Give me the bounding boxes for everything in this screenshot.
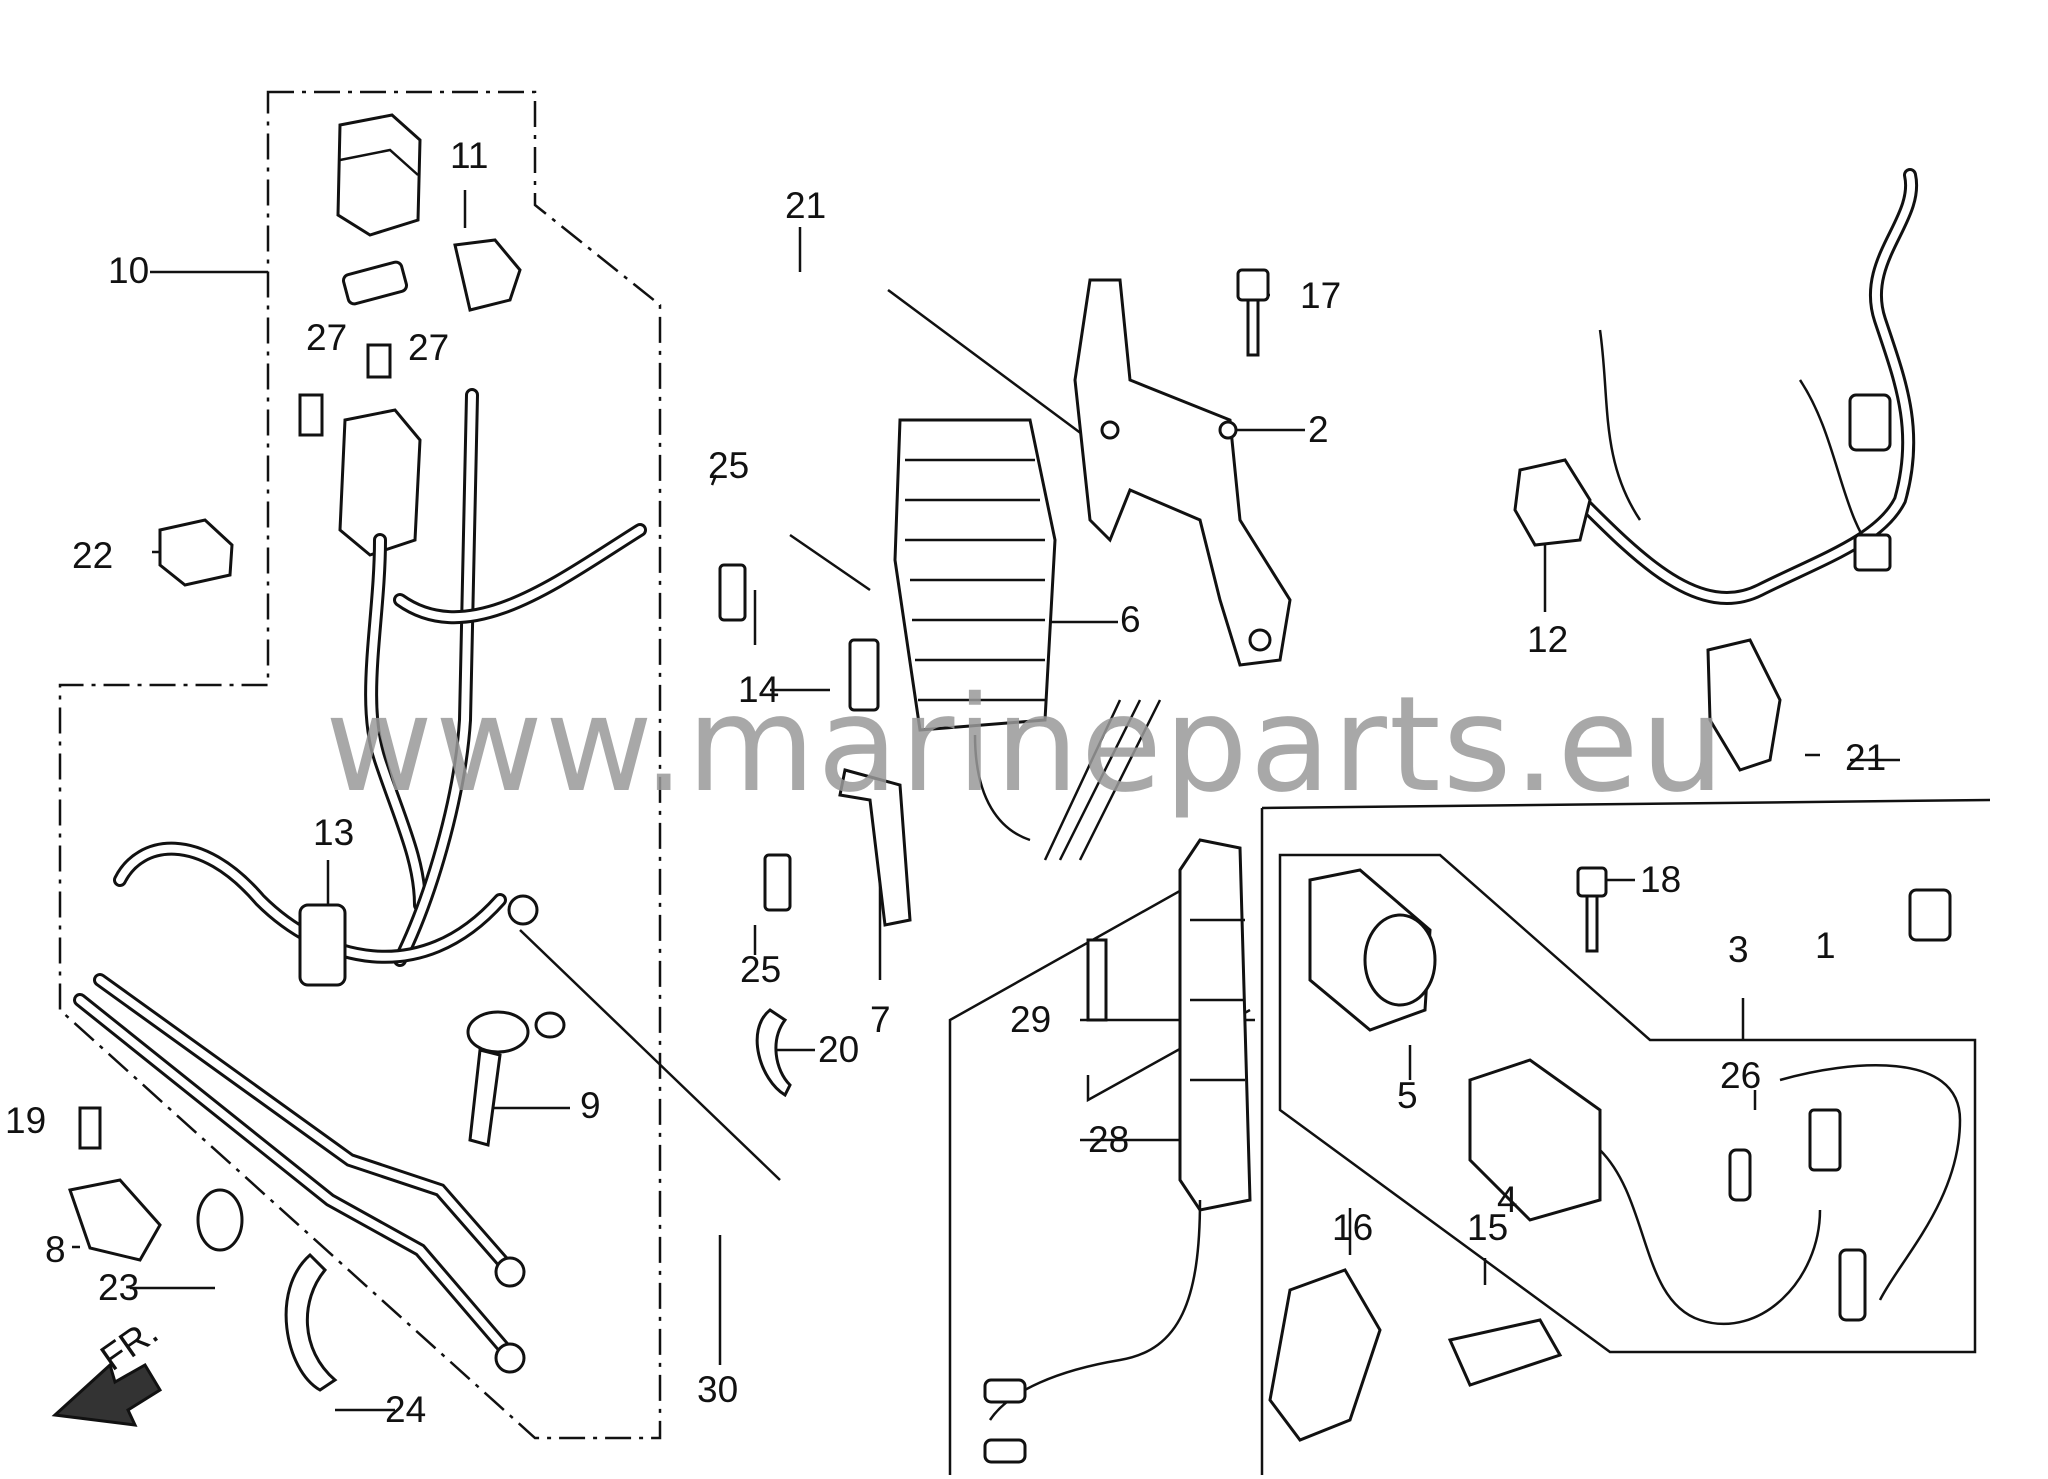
callout-25-bottom: 25 bbox=[740, 949, 781, 990]
callout-16: 16 bbox=[1332, 1207, 1373, 1248]
callout-23: 23 bbox=[98, 1267, 139, 1308]
callout-27-right: 27 bbox=[408, 327, 449, 368]
callout-1: 1 bbox=[1815, 925, 1836, 966]
direction-label: FR. bbox=[93, 1311, 165, 1379]
callout-13: 13 bbox=[313, 812, 354, 853]
callout-22: 22 bbox=[72, 535, 113, 576]
callout-11: 11 bbox=[450, 135, 488, 176]
lower-harness-parts bbox=[1268, 868, 1962, 1442]
callout-2: 2 bbox=[1308, 409, 1329, 450]
clamps bbox=[68, 1008, 792, 1392]
generator-coil bbox=[983, 838, 1252, 1464]
watermark: www.marineparts.eu bbox=[325, 668, 1726, 822]
callout-12: 12 bbox=[1527, 619, 1568, 660]
callout-28: 28 bbox=[1088, 1119, 1129, 1160]
bracket bbox=[1073, 278, 1292, 667]
callout-29: 29 bbox=[1010, 999, 1051, 1040]
callout-4: 4 bbox=[1497, 1179, 1518, 1220]
callout-5: 5 bbox=[1397, 1075, 1418, 1116]
group-boundary-left bbox=[58, 90, 662, 1440]
callout-6: 6 bbox=[1120, 599, 1141, 640]
regulator-rectifier bbox=[718, 418, 1162, 927]
callout-3: 3 bbox=[1728, 929, 1749, 970]
callout-27-left: 27 bbox=[306, 317, 347, 358]
callout-21-right: 21 bbox=[1845, 737, 1886, 778]
fuse-box-group bbox=[158, 113, 522, 587]
callout-25-top: 25 bbox=[708, 445, 749, 486]
battery-cables bbox=[73, 388, 647, 1374]
callout-8: 8 bbox=[45, 1229, 66, 1270]
callout-19: 19 bbox=[5, 1100, 46, 1141]
callout-21-top: 21 bbox=[785, 185, 826, 226]
group-boundary-lower-right bbox=[1261, 798, 1991, 810]
callout-7: 7 bbox=[870, 999, 891, 1040]
bolts bbox=[1086, 268, 1608, 1022]
callout-10: 10 bbox=[108, 250, 149, 291]
main-harness bbox=[1513, 168, 1919, 772]
callout-17: 17 bbox=[1300, 275, 1341, 316]
front-direction-arrow-icon bbox=[51, 1362, 163, 1427]
callout-9: 9 bbox=[580, 1085, 601, 1126]
callout-15: 15 bbox=[1467, 1207, 1508, 1248]
callout-30: 30 bbox=[697, 1369, 738, 1410]
callout-24: 24 bbox=[385, 1389, 426, 1430]
group-boundary-harness-3 bbox=[1278, 853, 1977, 1354]
callout-18: 18 bbox=[1640, 859, 1681, 900]
callout-20: 20 bbox=[818, 1029, 859, 1070]
group-boundary-generator bbox=[948, 858, 1236, 1475]
callout-labels: 1 2 3 4 5 6 7 8 9 10 11 12 13 14 15 16 1… bbox=[5, 135, 1886, 1430]
callout-14: 14 bbox=[738, 669, 779, 710]
callout-26: 26 bbox=[1720, 1055, 1761, 1096]
